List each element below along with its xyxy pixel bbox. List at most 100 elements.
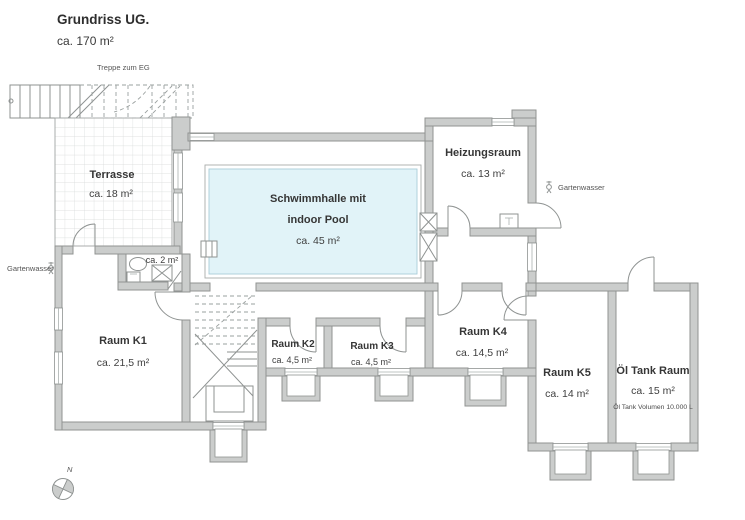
wall-segment	[316, 367, 379, 377]
room-name-heizungsraum: Heizungsraum	[445, 147, 521, 159]
room-area-heizungsraum: ca. 13 m²	[461, 168, 505, 180]
lightwell	[374, 374, 414, 402]
wall-segment	[243, 421, 267, 431]
window	[284, 368, 318, 376]
wall-segment	[587, 442, 637, 452]
window	[173, 192, 183, 223]
wall-segment	[511, 109, 537, 119]
toilet-icon	[126, 271, 141, 283]
room-area-k3: ca. 4,5 m²	[351, 357, 391, 367]
wall-segment	[181, 253, 191, 293]
sink-icon	[499, 213, 519, 229]
lightwells	[209, 374, 675, 481]
door-wc	[167, 270, 182, 290]
wall-segment	[94, 245, 181, 255]
window	[527, 242, 537, 272]
wall-segment	[424, 117, 493, 127]
room-area-terrasse: ca. 18 m²	[89, 188, 133, 200]
shower-icon	[151, 264, 173, 282]
door-k4-left	[437, 290, 463, 316]
lightwell	[464, 374, 507, 407]
room-name-k4: Raum K4	[459, 326, 508, 338]
room-area-k4: ca. 14,5 m²	[456, 347, 509, 359]
walls	[54, 109, 699, 452]
wall-segment	[54, 421, 214, 431]
page-title: Grundriss UG.	[57, 12, 149, 27]
room-area-oeltank: ca. 15 m²	[631, 385, 675, 397]
window	[212, 422, 245, 430]
door-k1	[154, 291, 184, 321]
exterior-stair-label: Treppe zum EG	[97, 63, 150, 72]
room-name-pool-line1: Schwimmhalle mit	[270, 193, 366, 205]
room-name-oeltank: Öl Tank Raum	[616, 364, 689, 377]
symbols	[48, 181, 552, 500]
wall-segment	[173, 282, 211, 292]
terrasse-room: Terrasse ca. 18 m²	[54, 117, 173, 247]
room-area-k2: ca. 4,5 m²	[272, 355, 312, 365]
wall-segment	[607, 290, 617, 444]
wall-segment	[502, 367, 537, 377]
glassblock-panel-icon	[419, 212, 438, 262]
wall-segment	[171, 116, 191, 151]
north-label: N	[67, 465, 73, 474]
wall-segment	[409, 367, 469, 377]
room-area-k5: ca. 14 m²	[545, 388, 589, 400]
door-k4-right	[501, 290, 527, 316]
door-k3	[379, 325, 407, 353]
washbasin-icon	[129, 257, 147, 271]
room-name-terrasse: Terrasse	[89, 169, 134, 181]
wall-segment	[527, 442, 554, 452]
interior-stair	[192, 294, 258, 422]
door-k5	[503, 295, 529, 321]
window	[467, 368, 504, 376]
window	[54, 351, 63, 385]
gartenwasser-left-label: Gartenwasser	[7, 264, 54, 273]
gartenwasser-right-label: Gartenwasser	[558, 183, 605, 192]
pool-water	[208, 168, 418, 275]
garden-tap-right-icon	[546, 181, 552, 194]
lightwell	[632, 449, 675, 481]
room-area-k1: ca. 21,5 m²	[97, 357, 150, 369]
wall-segment	[181, 319, 191, 423]
garden-tap-left-icon	[48, 262, 54, 275]
pool-ladder-icon	[200, 240, 218, 258]
window	[173, 152, 183, 190]
wall-segment	[315, 317, 381, 327]
wall-segment	[117, 281, 169, 291]
wall-segment	[461, 282, 503, 292]
window	[54, 307, 63, 331]
room-name-k5: Raum K5	[543, 367, 591, 379]
door-heating-garden	[535, 202, 562, 229]
wall-segment	[257, 317, 267, 431]
wall-segment	[525, 282, 537, 292]
north-compass-icon	[52, 478, 74, 500]
pool: Schwimmhalle mit indoor Pool ca. 45 m²	[200, 164, 422, 279]
wall-segment	[255, 282, 439, 292]
room-note-oeltank: Öl Tank Volumen 10.000 L	[613, 403, 693, 411]
door-terrace	[72, 223, 96, 247]
door-oiltank	[627, 256, 655, 284]
wall-segment	[54, 245, 63, 309]
room-name-k1: Raum K1	[99, 335, 147, 347]
windows	[54, 118, 672, 451]
wall-segment	[469, 227, 537, 237]
room-area-wc: ca. 2 m²	[146, 255, 179, 265]
lightwell	[549, 449, 592, 481]
wall-segment	[513, 117, 537, 127]
room-area-pool: ca. 45 m²	[296, 235, 340, 247]
room-name-k3: Raum K3	[350, 341, 394, 352]
wall-segment	[424, 290, 434, 377]
window	[635, 443, 672, 451]
wall-segment	[54, 329, 63, 353]
room-name-pool-line2: indoor Pool	[287, 214, 348, 226]
lightwell	[209, 428, 248, 463]
room-name-k2: Raum K2	[271, 339, 315, 350]
doors	[72, 202, 655, 353]
room-labels: Heizungsraum ca. 13 m² ca. 2 m² Raum K1 …	[7, 147, 693, 474]
wall-segment	[323, 325, 333, 369]
wall-segment	[187, 132, 434, 142]
wall-segment	[689, 282, 699, 452]
wall-segment	[527, 125, 537, 204]
exterior-stair: Treppe zum EG	[8, 63, 194, 119]
